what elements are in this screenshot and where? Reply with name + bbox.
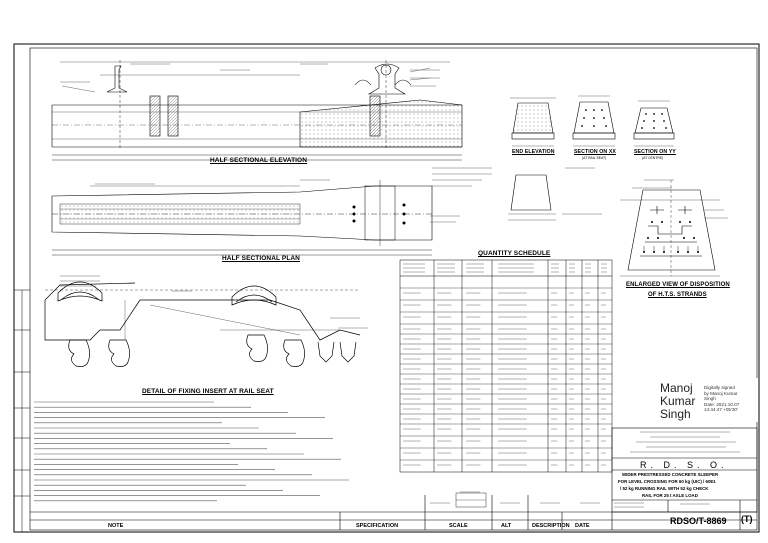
section-yy [633,100,675,147]
signature-detail-line1: Digitally signed [704,385,735,390]
label-date: DATE [575,523,590,529]
signature-detail: Digitally signed by Manoj Kumar Singh Da… [704,385,739,413]
bottom-strip [30,492,757,530]
signature-detail-line2: by Manoj Kumar [704,390,738,396]
detail-fixing-insert [44,281,361,367]
caption-quantity-schedule: QUANTITY SCHEDULE [478,250,551,257]
enlarged-view [620,180,720,277]
label-note: NOTE [108,523,124,529]
title-desc-line1: WIDER PRESTRESSED CONCRETE SLEEPER [622,472,719,477]
insert-callout [508,174,556,221]
label-description: DESCRIPTION [532,523,570,529]
signature-name: Manoj Kumar Singh [660,382,695,421]
title-desc-line3: / 52 kg RUNNING RAIL WITH 52 kg CHECK [620,486,709,491]
signature-detail-line4: Date: 2021.10.07 [704,401,740,407]
sheet-mark: (T) [741,514,753,524]
section-xx [572,95,616,147]
half-sectional-plan [51,180,433,256]
caption-enlarged-view-1: ENLARGED VIEW OF DISPOSITION [626,282,730,288]
caption-enlarged-view-2: OF H.T.S. STRANDS [648,292,707,298]
caption-section-yy-sub: (AT CENTRE) [642,156,664,160]
signature-name-line3: Singh [660,407,691,421]
half-sectional-elevation [51,60,463,161]
signature-detail-line5: 14:44:47 +05'30' [704,407,738,413]
title-desc-line4: RAIL FOR 25 t AXLE LOAD [642,493,698,498]
title-org: R. D. S. O. [640,460,728,470]
caption-half-sectional-plan: HALF SECTIONAL PLAN [222,255,300,262]
title-desc-line2: FOR LEVEL CROSSING FOR 60 kg (UIC) / 60E… [618,479,716,484]
caption-half-sectional-elevation: HALF SECTIONAL ELEVATION [210,157,308,164]
caption-end-elevation: END ELEVATION [512,149,555,155]
signature-detail-line3: Singh [704,396,716,402]
left-revision-strip [14,289,30,532]
caption-section-xx: SECTION ON XX [574,149,616,155]
signature-name-line1: Manoj [660,381,693,395]
end-elevation [510,97,556,147]
caption-section-yy: SECTION ON YY [634,149,676,155]
label-alt: ALT [501,523,512,529]
drawing-number: RDSO/T-8869 [670,516,727,526]
caption-section-xx-sub: (AT RAIL SEAT) [582,156,607,160]
label-specification: SPECIFICATION [356,523,399,529]
signature-name-line2: Kumar [660,394,696,408]
caption-detail-fixing-insert: DETAIL OF FIXING INSERT AT RAIL SEAT [142,388,274,395]
title-block [611,427,758,530]
quantity-schedule-table [399,259,613,473]
label-scale: SCALE [449,523,468,529]
